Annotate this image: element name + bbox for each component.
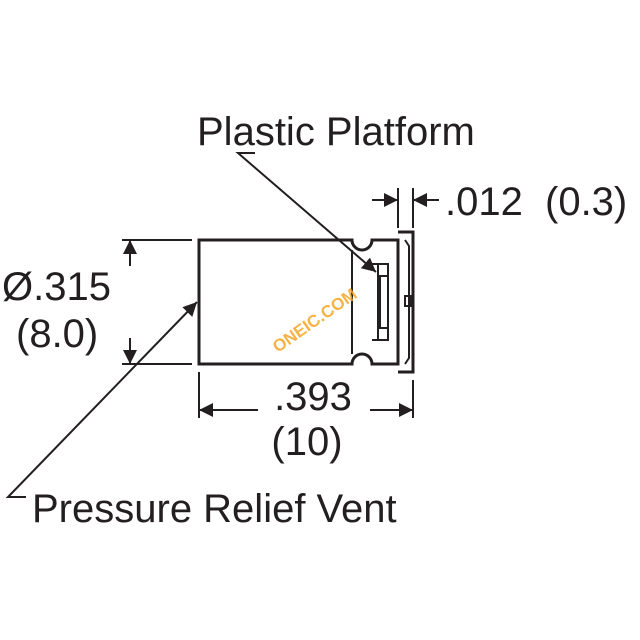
length-label-in: .393: [274, 375, 352, 419]
diameter-label-in: Ø.315: [2, 265, 111, 309]
pressure-relief-vent-label: Pressure Relief Vent: [32, 487, 397, 531]
platform-notch: [404, 295, 412, 307]
capacitor-body: [197, 238, 400, 366]
pressure-relief-vent-leader: [5, 301, 198, 498]
plastic-platform-leader: [235, 152, 377, 273]
plastic-platform: [398, 230, 415, 374]
thickness-label-mm: (0.3): [545, 180, 627, 224]
plastic-platform-label: Plastic Platform: [197, 110, 475, 154]
terminal-tab: [379, 275, 389, 329]
watermark-text: ONEIC.COM: [269, 285, 360, 357]
diameter-label-mm: (8.0): [16, 312, 98, 356]
platform-edge-detail: [404, 239, 410, 365]
thickness-label-in: .012: [445, 180, 523, 224]
length-label-mm: (10): [271, 420, 342, 464]
